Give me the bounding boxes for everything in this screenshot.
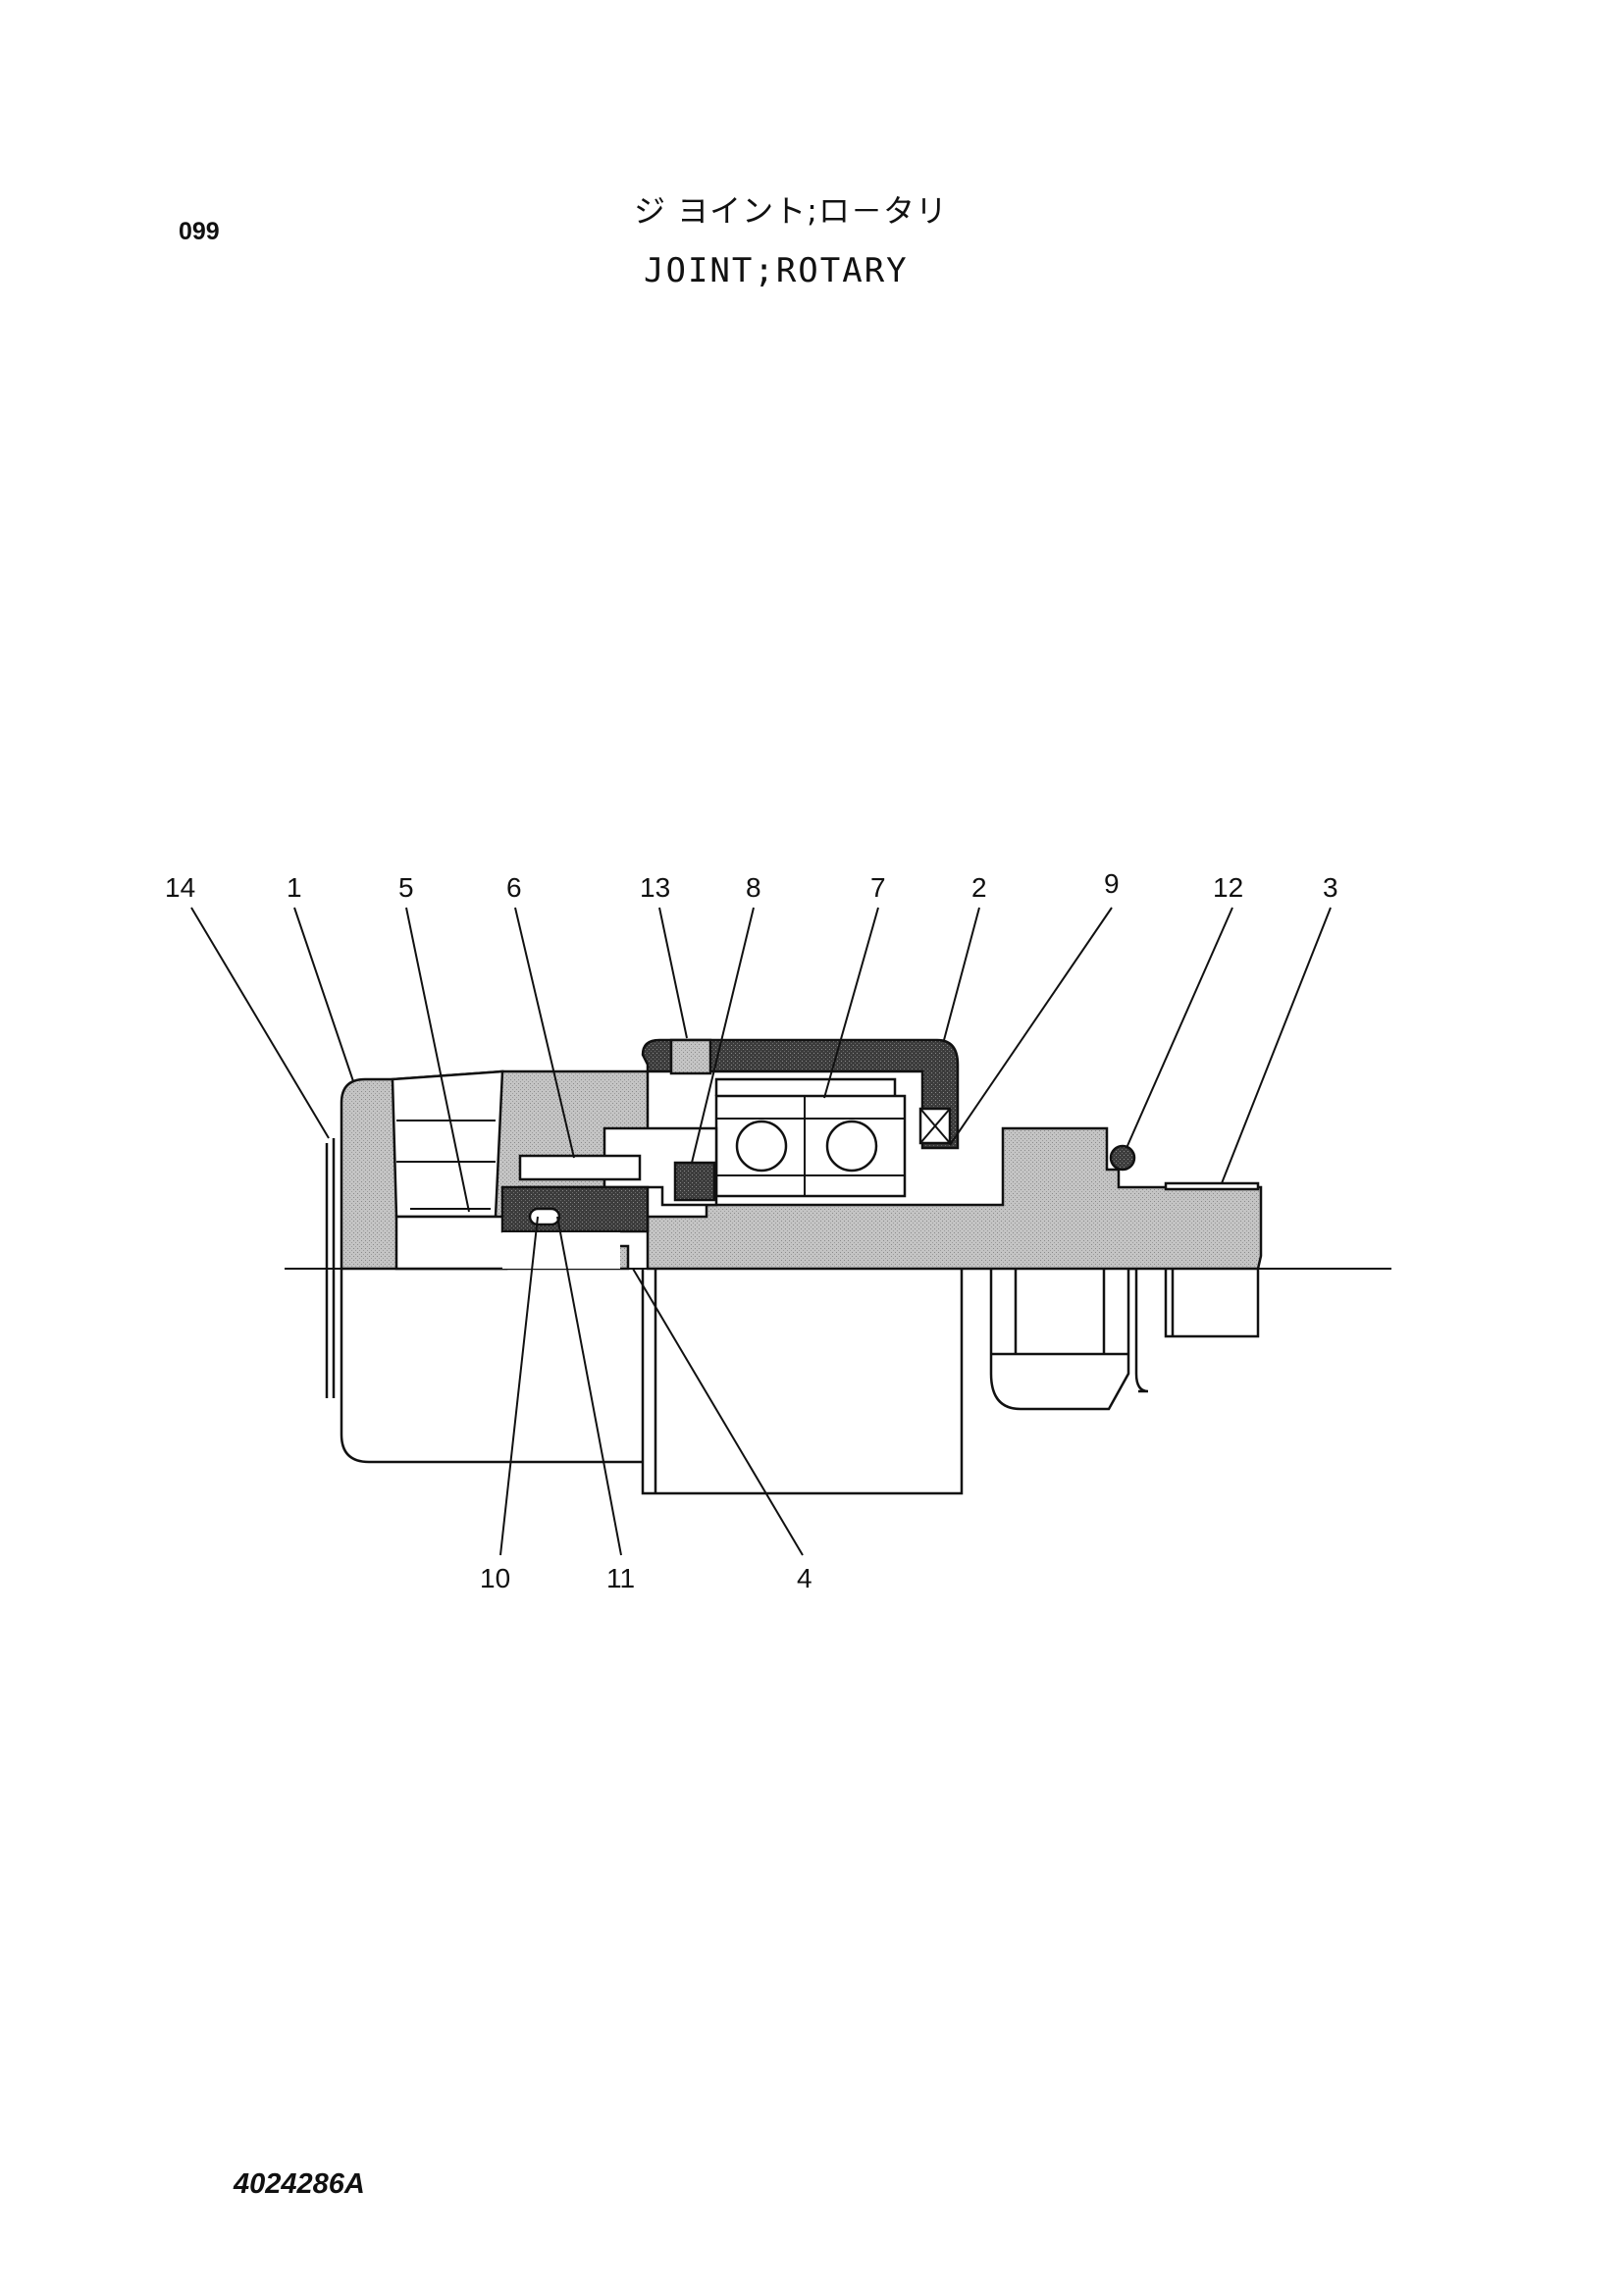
callout-2: 2 xyxy=(971,872,987,903)
callout-10: 10 xyxy=(480,1563,510,1593)
cap-bolt-hole xyxy=(669,1038,712,1075)
leader-9 xyxy=(949,907,1113,1146)
leader-10 xyxy=(499,1216,539,1556)
seal-ring-8 xyxy=(673,1161,716,1202)
callouts: 14 1 5 6 13 8 7 2 9 12 3 10 11 4 xyxy=(165,868,1338,1593)
callout-5: 5 xyxy=(398,872,414,903)
housing-left-face xyxy=(325,1138,336,1269)
upper-section xyxy=(325,1038,1263,1271)
leader-7 xyxy=(823,907,879,1099)
leader-12 xyxy=(1126,907,1233,1149)
bearing-retainer xyxy=(714,1077,897,1096)
stud-lower-outline xyxy=(1164,1269,1260,1338)
callout-4: 4 xyxy=(797,1563,812,1593)
stud-thread xyxy=(1164,1181,1260,1191)
bearing-ball-2 xyxy=(825,1120,878,1173)
leader-lines xyxy=(190,907,1332,1556)
leader-14 xyxy=(190,907,330,1139)
leader-3 xyxy=(1221,907,1332,1184)
callout-7: 7 xyxy=(870,872,886,903)
housing-bore xyxy=(391,1069,504,1219)
callout-8: 8 xyxy=(746,872,761,903)
leader-5 xyxy=(405,907,470,1213)
bearing-ball-1 xyxy=(735,1120,788,1173)
lower-packing xyxy=(500,1185,650,1233)
key-pin-6 xyxy=(518,1154,642,1181)
lower-outline xyxy=(325,1267,1260,1495)
callout-13: 13 xyxy=(640,872,670,903)
leader-13 xyxy=(658,907,688,1039)
housing-lower-outline xyxy=(340,1269,643,1464)
callout-6: 6 xyxy=(506,872,522,903)
cap-lower-outline xyxy=(641,1269,964,1495)
leader-1 xyxy=(293,907,354,1082)
hex-nut-outline xyxy=(989,1269,1130,1411)
title-japanese: ジ ヨイント;ロ－タリ xyxy=(634,192,948,230)
callout-1: 1 xyxy=(287,872,302,903)
leader-6 xyxy=(514,907,575,1159)
cap-body xyxy=(641,1038,960,1150)
drawing-id: 4024286A xyxy=(234,2168,365,2200)
leader-11 xyxy=(556,1216,622,1556)
callout-14: 14 xyxy=(165,872,195,903)
ball-10 xyxy=(528,1207,561,1226)
page-number: 099 xyxy=(179,218,220,245)
port-passage xyxy=(394,1215,508,1271)
leader-4 xyxy=(632,1268,804,1556)
leader-8 xyxy=(691,907,755,1164)
callout-12: 12 xyxy=(1213,872,1243,903)
callout-9: 9 xyxy=(1104,868,1120,899)
title-english: JOINT;ROTARY xyxy=(644,251,909,290)
leader-2 xyxy=(943,907,980,1041)
callout-11: 11 xyxy=(606,1563,635,1593)
o-ring-12 xyxy=(1109,1144,1136,1172)
callout-3: 3 xyxy=(1323,872,1338,903)
shaft-body xyxy=(646,1126,1263,1271)
